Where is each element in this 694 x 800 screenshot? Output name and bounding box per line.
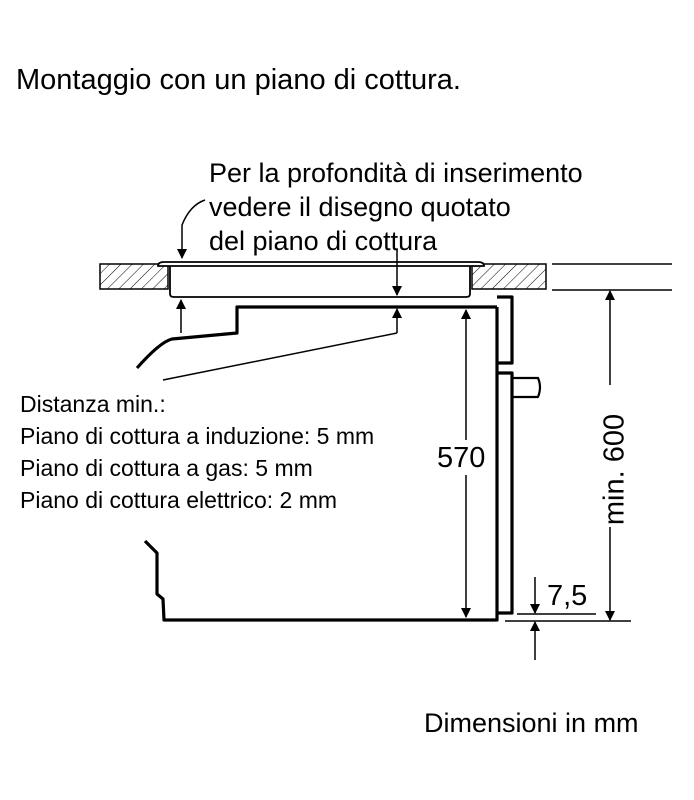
bottom-gap-label: 7,5 <box>547 580 588 612</box>
distance-heading: Distanza min.: <box>20 391 166 417</box>
niche-height-label: min. 600 <box>598 413 631 526</box>
oven-height-label: 570 <box>437 442 486 474</box>
minimum-distance-note: Distanza min.: Piano di cottura a induzi… <box>20 388 374 516</box>
page-title: Montaggio con un piano di cottura. <box>16 64 461 96</box>
oven <box>135 295 542 622</box>
countertop <box>99 263 672 291</box>
note-line: del piano di cottura <box>209 226 438 256</box>
dimension-lines <box>162 199 631 660</box>
oven-door <box>497 295 514 615</box>
control-knob <box>512 376 542 399</box>
insertion-depth-note: Per la profondità di inserimento vedere … <box>209 156 583 258</box>
distance-line: Piano di cottura elettrico: 2 mm <box>20 487 338 513</box>
note-line: vedere il disegno quotato <box>209 192 511 222</box>
hob <box>157 261 485 298</box>
units-note: Dimensioni in mm <box>424 708 639 738</box>
distance-line: Piano di cottura a gas: 5 mm <box>20 455 313 481</box>
note-line: Per la profondità di inserimento <box>209 158 583 188</box>
distance-line: Piano di cottura a induzione: 5 mm <box>20 423 375 449</box>
